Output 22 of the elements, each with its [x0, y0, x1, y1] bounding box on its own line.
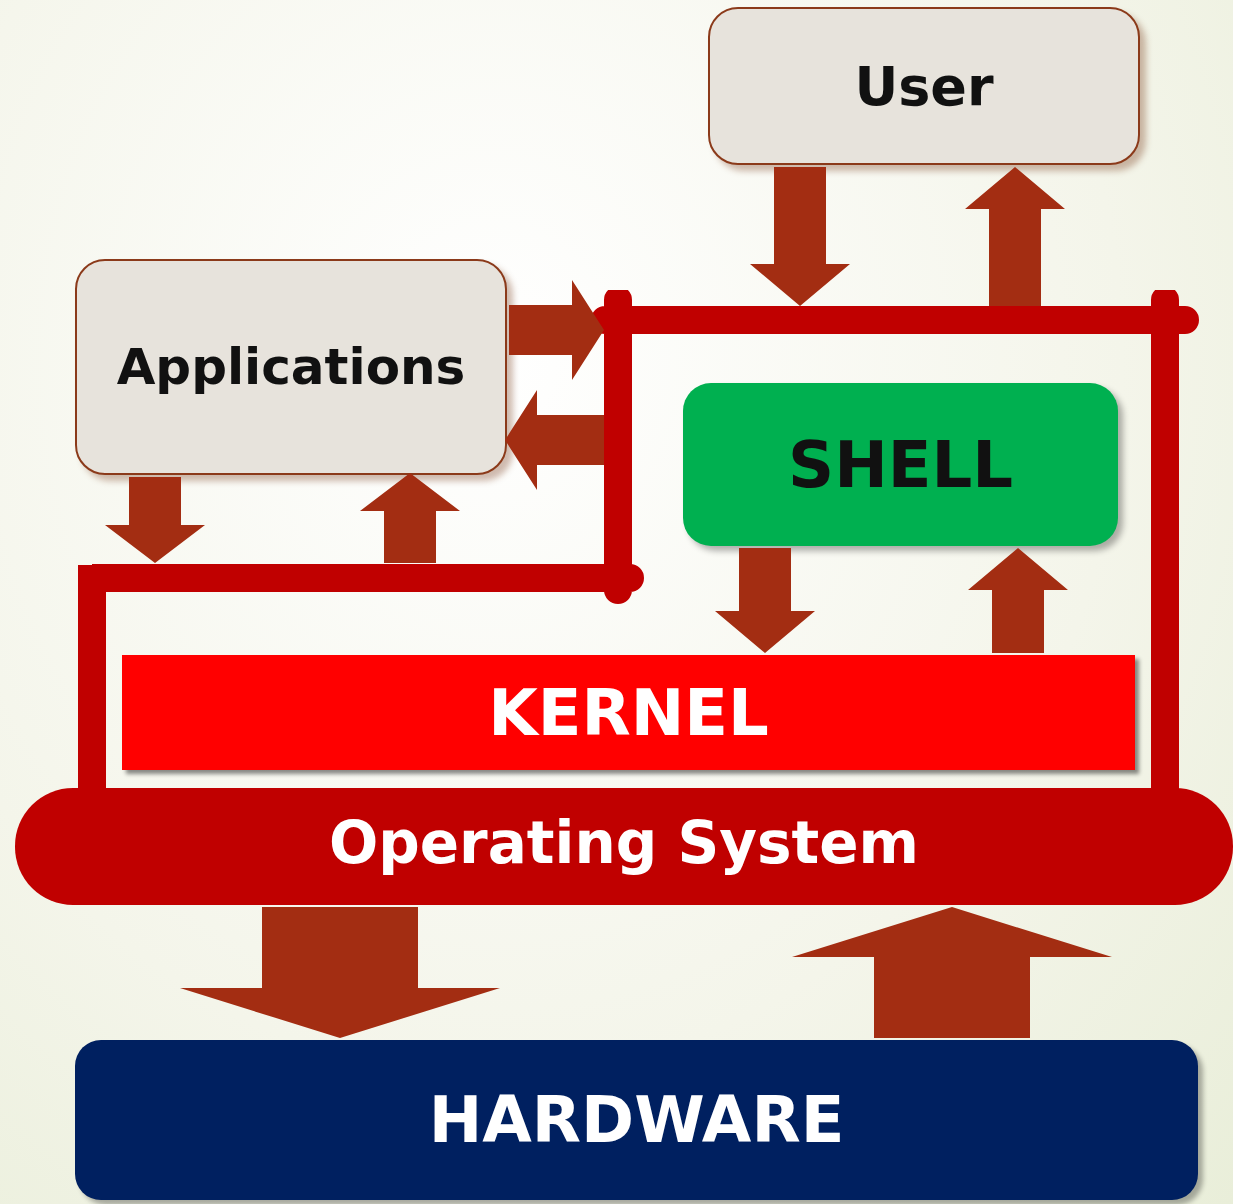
block-arrow — [105, 477, 205, 563]
node-label: HARDWARE — [428, 1083, 845, 1157]
node-label: User — [854, 54, 994, 118]
block-arrow — [715, 548, 815, 653]
node-label: Operating System — [328, 809, 920, 877]
node-label: KERNEL — [488, 675, 769, 750]
block-arrow — [968, 548, 1068, 653]
os-frame — [15, 290, 1233, 905]
node-label: Applications — [116, 338, 466, 396]
shell-box — [683, 383, 1118, 546]
kernel-bar — [122, 655, 1135, 770]
block-arrow — [509, 280, 604, 380]
process-box — [708, 7, 1140, 165]
block-arrow — [360, 473, 460, 563]
process-box — [75, 259, 507, 475]
hardware-bar — [75, 1040, 1198, 1200]
block-arrow — [792, 907, 1112, 1038]
block-arrow — [180, 907, 500, 1038]
block-arrow — [750, 167, 850, 306]
node-label: SHELL — [788, 427, 1013, 502]
block-arrow — [505, 390, 604, 490]
block-arrow — [965, 167, 1065, 306]
